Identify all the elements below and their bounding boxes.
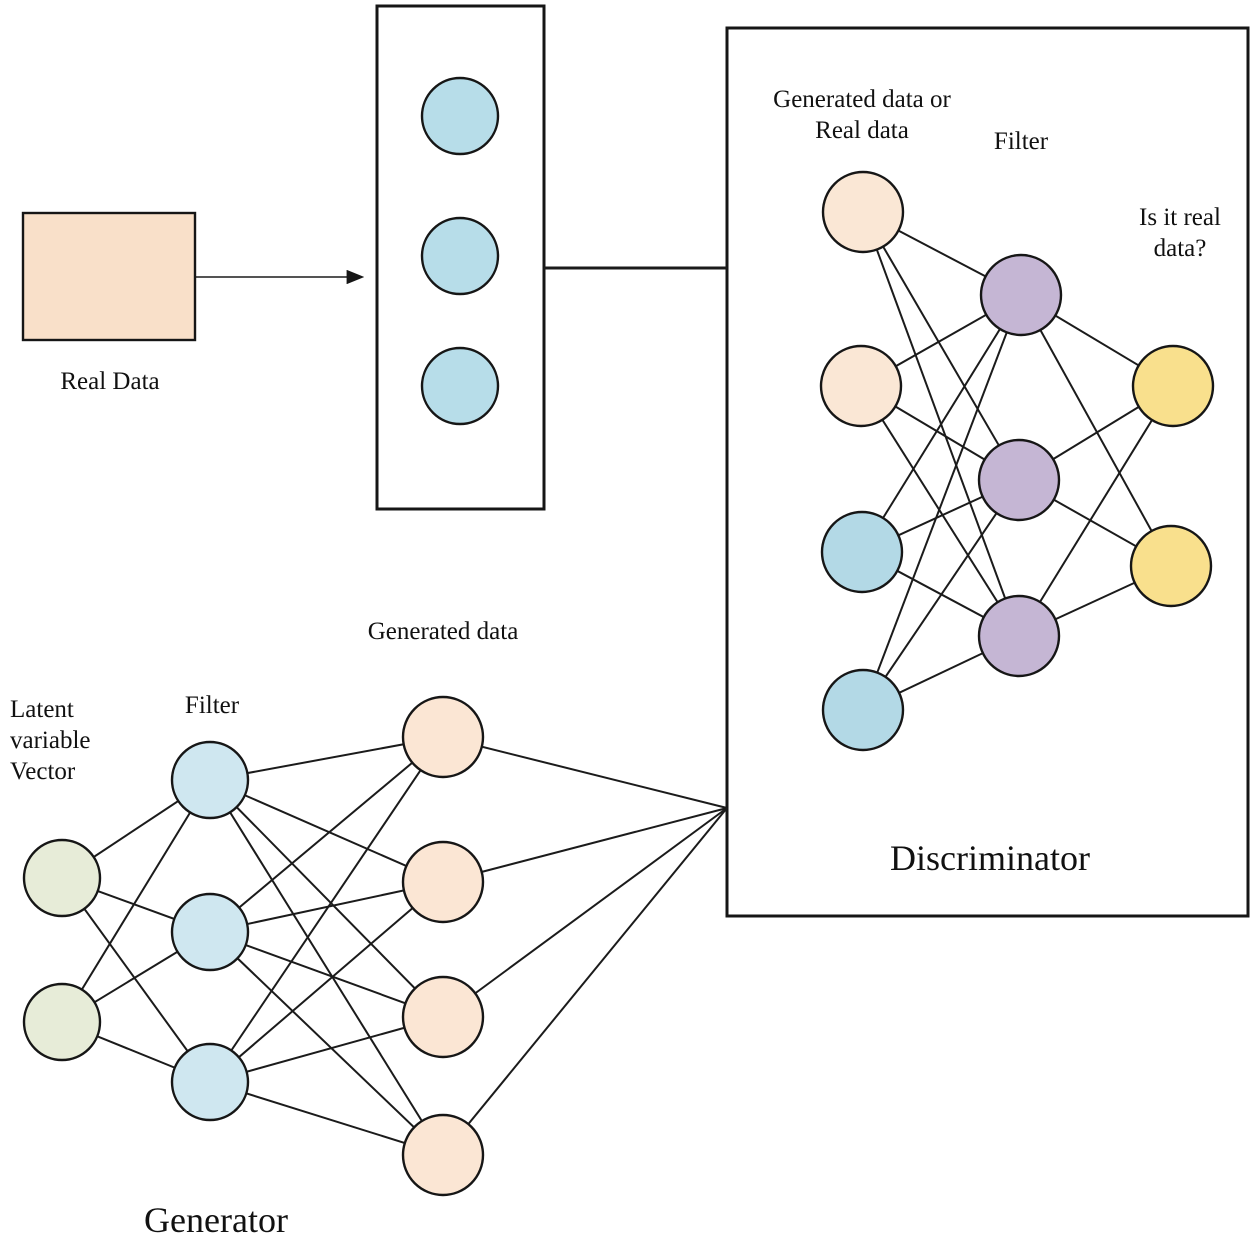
edge: [442, 807, 728, 883]
discriminator-output-node: [1131, 344, 1215, 428]
discriminator-output-node: [1129, 524, 1213, 608]
generator-to-discriminator-edges: [442, 736, 728, 1156]
edge: [209, 931, 444, 1018]
edge: [442, 736, 728, 809]
latent-vector-label-line3: Vector: [10, 758, 76, 785]
edge: [209, 779, 444, 1018]
edge: [209, 881, 444, 1083]
generator-filter-label: Filter: [184, 692, 240, 719]
discriminator-input-label-line1: Generated data or: [773, 86, 951, 113]
discriminator-hidden-node: [979, 253, 1063, 337]
generator-hidden-node: [170, 740, 250, 820]
generator-output-node: [401, 1113, 485, 1197]
discriminator-filter-label: Filter: [993, 128, 1049, 155]
edge: [860, 385, 1020, 637]
discriminator-output-label-line2: data?: [1153, 235, 1207, 262]
discriminator-hidden-node: [977, 594, 1061, 678]
generator-title: Generator: [144, 1200, 288, 1240]
generator-output-node: [401, 695, 485, 779]
column-node: [420, 346, 500, 426]
generator-output-node: [401, 840, 485, 924]
generator-hidden-node: [170, 1042, 250, 1122]
discriminator-input-node: [821, 170, 905, 254]
discriminator-input-node: [819, 344, 903, 428]
discriminator-output-nodes: [1129, 344, 1215, 608]
discriminator-output-label-line1: Is it real: [1139, 204, 1221, 231]
discriminator-hidden-nodes: [977, 253, 1063, 678]
discriminator-input-node: [821, 668, 905, 752]
generator-hidden-node: [170, 892, 250, 972]
input-column-nodes: [420, 76, 500, 426]
latent-vector-label-line1: Latent: [10, 696, 74, 723]
edge: [442, 807, 728, 1156]
generator-input-node: [22, 838, 102, 918]
edge: [209, 779, 444, 1156]
discriminator-hidden-node: [977, 438, 1061, 522]
discriminator-input-nodes: [819, 170, 905, 752]
column-node: [420, 76, 500, 156]
edge: [209, 931, 444, 1156]
edge: [861, 294, 1022, 553]
generator-hidden-nodes: [170, 740, 250, 1122]
real-data-box: [21, 211, 197, 342]
edge: [1018, 385, 1174, 637]
edge: [1020, 294, 1172, 567]
discriminator-input-node: [820, 510, 904, 594]
edge: [209, 779, 444, 883]
discriminator-title: Discriminator: [890, 838, 1090, 878]
latent-vector-label-line2: variable: [10, 727, 91, 754]
column-node: [420, 216, 500, 296]
generator-input-nodes: [22, 838, 102, 1062]
generator-output-nodes: [401, 695, 485, 1197]
generated-data-label: Generated data: [367, 618, 519, 645]
latent-vector-label: Latent variable Vector: [10, 694, 91, 787]
edge: [61, 877, 211, 1083]
edge: [61, 779, 211, 1023]
generator-input-node: [22, 982, 102, 1062]
discriminator-input-label: Generated data or Real data: [773, 84, 951, 146]
edge: [209, 736, 444, 1083]
edge: [862, 294, 1022, 711]
edge: [862, 479, 1020, 711]
generator-output-node: [401, 975, 485, 1059]
real-data-label: Real Data: [60, 368, 160, 395]
edge: [209, 736, 444, 933]
edge: [862, 211, 1020, 481]
discriminator-input-label-line2: Real data: [815, 117, 909, 144]
edge: [442, 807, 728, 1018]
discriminator-output-label: Is it real data?: [1139, 202, 1221, 264]
